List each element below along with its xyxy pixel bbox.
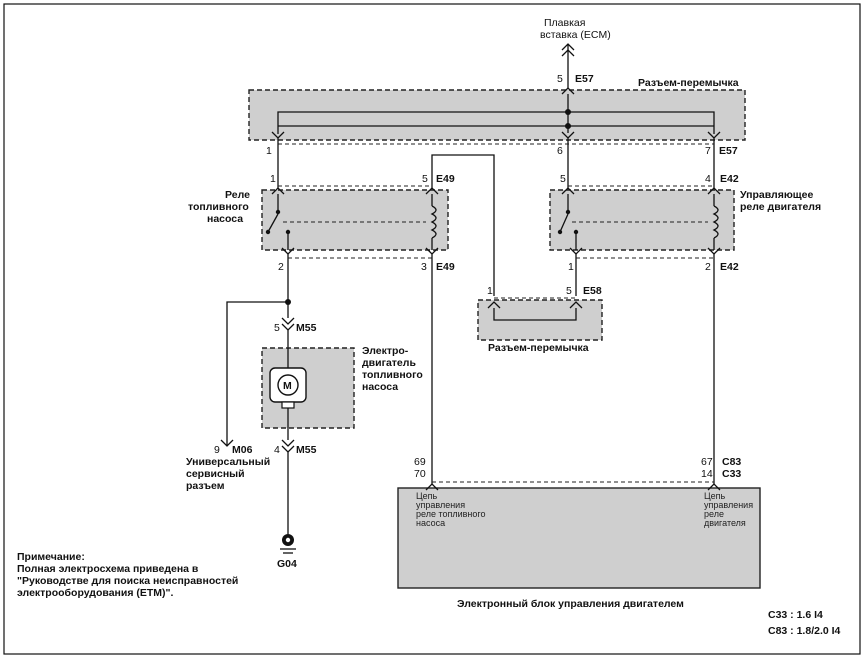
ground-icon	[280, 534, 296, 554]
jumper-top-id: E57	[575, 73, 594, 85]
engine-relay-pin-bl: 1	[568, 261, 574, 273]
ecm-left-line3: реле топливного	[416, 509, 486, 519]
jumper-top-box	[248, 89, 746, 141]
ecm-left-line2: управления	[416, 500, 465, 510]
jumper-mid-label: Разъем-перемычка	[488, 342, 589, 354]
fuel-relay-label-line3: насоса	[207, 213, 243, 225]
motor-connector-top-symbol	[281, 317, 295, 331]
fuel-relay-pin-tr: 5	[422, 173, 428, 185]
jumper-mid-pin-left: 1	[487, 285, 493, 297]
ecm-pin-right-b: 14	[701, 468, 713, 480]
fuse-label-line2: вставка (ECM)	[540, 29, 611, 41]
jumper-top-pin-right: 7	[705, 145, 711, 157]
ecm-right-line3: реле	[704, 509, 724, 519]
engine-relay-box	[549, 189, 735, 251]
fuel-relay-pin-tl: 1	[270, 173, 276, 185]
engine-relay-internals	[557, 187, 721, 255]
ecm-left-line1: Цепь	[416, 491, 438, 501]
jumper-mid-id: E58	[583, 285, 602, 297]
jumper-top-pin-left: 1	[266, 145, 272, 157]
ecm-left-line4: насоса	[416, 518, 445, 528]
note-title: Примечание:	[17, 551, 85, 563]
diagram-frame	[3, 3, 861, 655]
jumper-top-pin-mid: 6	[557, 145, 563, 157]
motor-connector-bottom-symbol	[281, 439, 295, 453]
ecm-right-line4: двигателя	[704, 518, 746, 528]
fuel-relay-pin-bl: 2	[278, 261, 284, 273]
motor-pin-top: 5	[274, 322, 280, 334]
fuel-relay-id-top: E49	[436, 173, 455, 185]
ecm-pin-left-a: 69	[414, 456, 426, 468]
engine-relay-id-bottom: E42	[720, 261, 739, 273]
service-label-line1: Универсальный	[186, 456, 270, 468]
fuel-relay-internals	[265, 187, 439, 255]
ground-id: G04	[277, 558, 297, 570]
motor-symbol-letter: M	[283, 380, 292, 392]
fuel-relay-label-line2: топливного	[188, 201, 249, 213]
engine-relay-id-top: E42	[720, 173, 739, 185]
motor-label-line4: насоса	[362, 381, 398, 393]
wire-fuel-relay-to-jumper-e58	[431, 154, 495, 296]
service-label-line2: сервисный	[186, 468, 245, 480]
legend-line2: C83 : 1.8/2.0 I4	[768, 625, 841, 637]
ecm-connector-symbols	[425, 483, 721, 491]
motor-label-line2: двигатель	[362, 357, 416, 369]
fuse-label-line1: Плавкая	[544, 17, 585, 29]
motor-label-line3: топливного	[362, 369, 423, 381]
fuel-relay-box	[261, 189, 449, 251]
ecm-right-line1: Цепь	[704, 491, 726, 501]
service-id: M06	[232, 444, 253, 456]
note-line2: "Руководстве для поиска неисправностей	[17, 575, 238, 587]
note-line1: Полная электросхема приведена в	[17, 563, 199, 575]
service-label-line3: разъем	[186, 480, 225, 492]
fuel-relay-label-line1: Реле	[225, 189, 250, 201]
wire-to-service-connector	[226, 301, 288, 446]
engine-relay-pin-tr: 4	[705, 173, 711, 185]
fuel-relay-pin-br: 3	[421, 261, 427, 273]
motor-label-line1: Электро-	[362, 345, 409, 357]
ecm-box	[397, 487, 761, 589]
jumper-top-pin-top: 5	[557, 73, 563, 85]
jumper-top-id-right: E57	[719, 145, 738, 157]
service-connector-symbol	[220, 439, 234, 447]
ecm-pin-left-b: 70	[414, 468, 426, 480]
ecm-id-right-b: C33	[722, 468, 741, 480]
engine-relay-pin-br: 2	[705, 261, 711, 273]
motor-id-top: M55	[296, 322, 317, 334]
note-line3: электрооборудования (ETM)".	[17, 587, 174, 599]
jumper-mid-pin-right: 5	[566, 285, 572, 297]
ecm-pin-right-a: 67	[701, 456, 713, 468]
service-pin: 9	[214, 444, 220, 456]
motor-pin-bottom: 4	[274, 444, 280, 456]
ecm-label: Электронный блок управления двигателем	[457, 598, 684, 610]
engine-relay-label-line1: Управляющее	[740, 189, 814, 201]
fuel-relay-id-bottom: E49	[436, 261, 455, 273]
jumper-top-label: Разъем-перемычка	[638, 77, 739, 89]
engine-relay-label-line2: реле двигателя	[740, 201, 821, 213]
jumper-mid-bus	[487, 301, 583, 321]
motor-symbol	[269, 348, 307, 440]
fuse-connector-symbol	[561, 43, 575, 88]
legend-line1: C33 : 1.6 I4	[768, 609, 823, 621]
motor-id-bottom: M55	[296, 444, 317, 456]
engine-relay-pin-tl: 5	[560, 173, 566, 185]
ecm-id-right-a: C83	[722, 456, 741, 468]
ecm-right-line2: управления	[704, 500, 753, 510]
